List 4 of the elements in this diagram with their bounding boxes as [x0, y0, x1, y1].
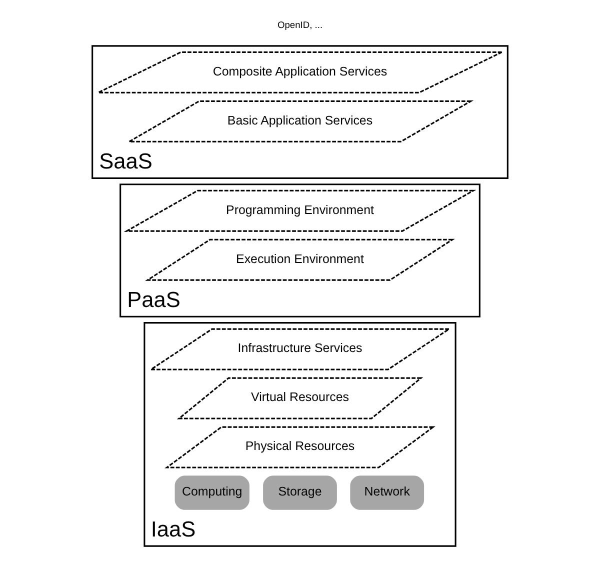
node-box: Network: [350, 476, 424, 510]
node-box: Computing: [174, 476, 250, 510]
label: OpenID, ...: [277, 20, 323, 30]
node-box: Storage: [263, 476, 337, 510]
